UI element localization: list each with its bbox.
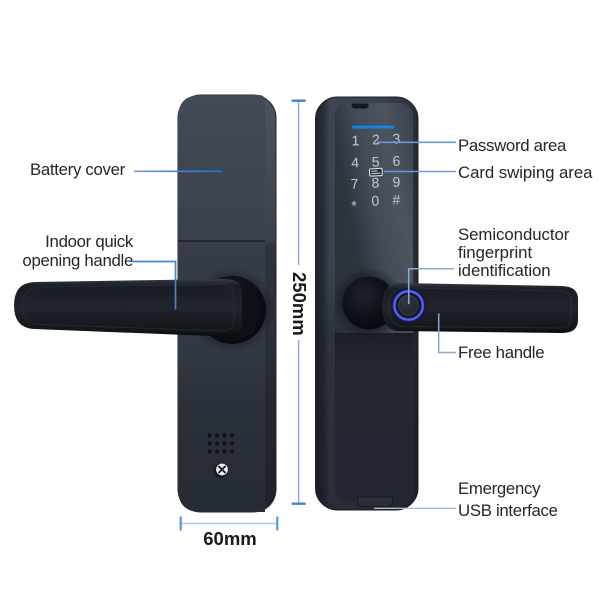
svg-text:5: 5 xyxy=(371,153,380,169)
svg-text:2: 2 xyxy=(372,131,381,147)
svg-text:1: 1 xyxy=(351,132,360,148)
svg-text:*: * xyxy=(351,197,358,213)
svg-text:7: 7 xyxy=(350,175,359,191)
svg-text:6: 6 xyxy=(392,153,401,169)
svg-text:0: 0 xyxy=(371,192,380,208)
svg-text:4: 4 xyxy=(351,154,360,170)
svg-text:8: 8 xyxy=(371,174,380,190)
svg-text:9: 9 xyxy=(392,174,401,190)
svg-text:3: 3 xyxy=(392,130,401,146)
svg-text:#: # xyxy=(392,191,401,207)
